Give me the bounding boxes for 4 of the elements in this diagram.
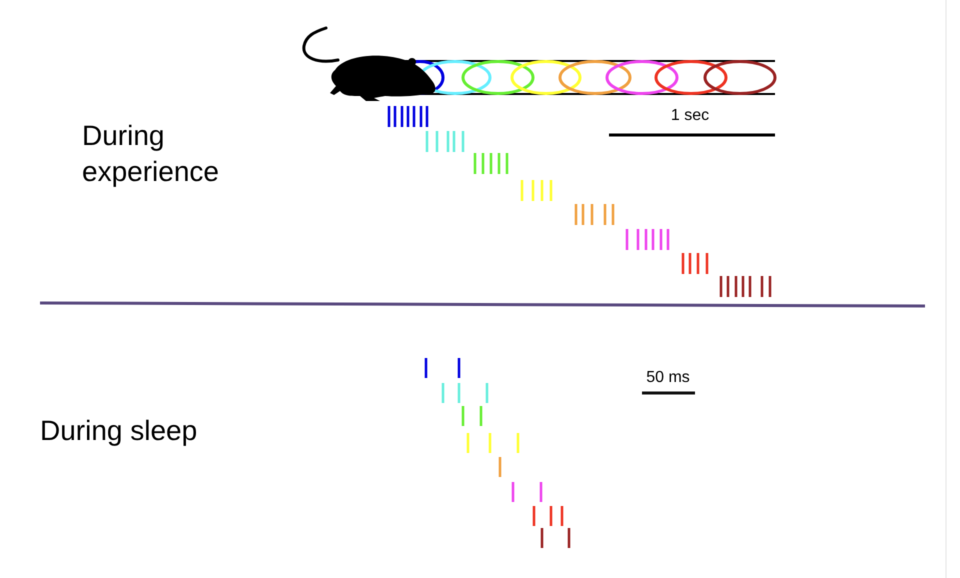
scale-label: 1 sec bbox=[670, 106, 710, 126]
condition-label: During experience bbox=[82, 119, 220, 189]
condition-label: During sleep bbox=[40, 414, 198, 448]
scale-label: 50 ms bbox=[645, 368, 691, 388]
